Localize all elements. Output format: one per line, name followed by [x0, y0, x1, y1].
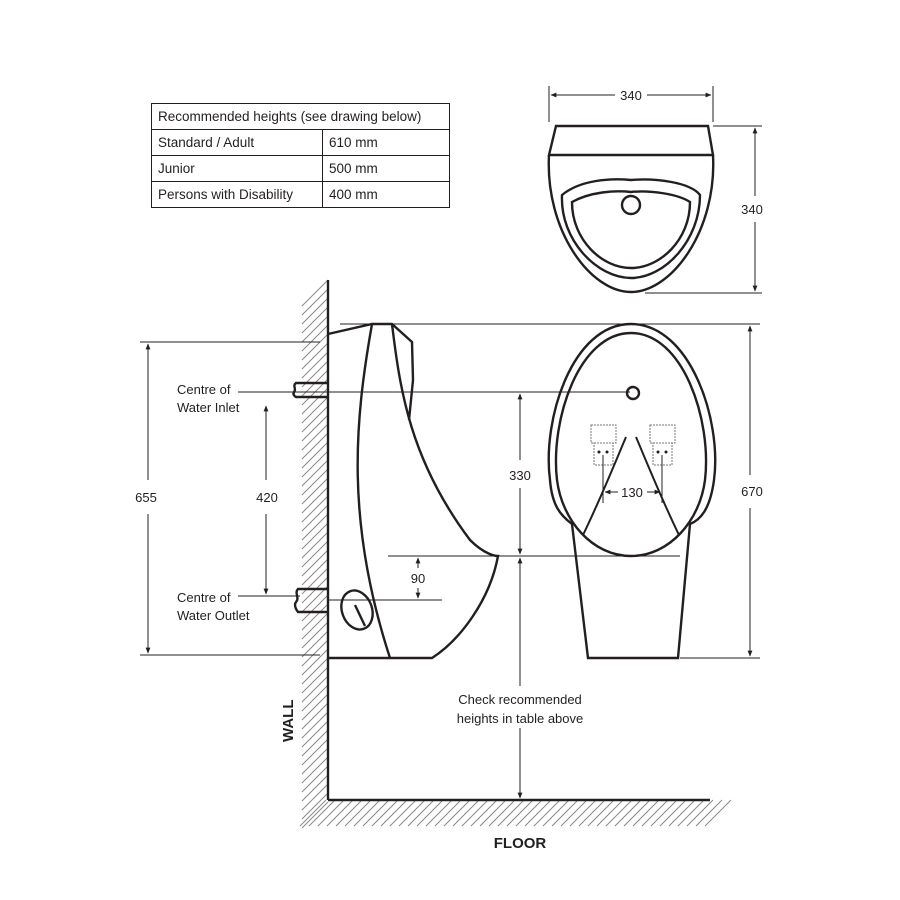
side-view: 655 420 Centre of Water Inlet Centre of …	[135, 322, 760, 660]
floor-hatch	[299, 799, 732, 827]
top-view: 340 340	[547, 86, 763, 294]
inlet-spreader-dim: 330	[509, 468, 531, 483]
top-width-dim: 340	[620, 88, 642, 103]
inlet-pipe	[292, 381, 328, 399]
front-view: 130 670 330 Check recommended heights in…	[457, 322, 763, 799]
check-heights-note: heights in table above	[457, 711, 583, 726]
side-height-dim: 655	[135, 490, 157, 505]
recommended-heights-table: Recommended heights (see drawing below) …	[151, 103, 450, 208]
inlet-label: Water Inlet	[177, 400, 240, 415]
row-label: Junior	[151, 155, 323, 182]
top-depth-dim: 340	[741, 202, 763, 217]
floor-label: FLOOR	[494, 835, 547, 852]
table-header: Recommended heights (see drawing below)	[151, 103, 450, 130]
inlet-outlet-dim: 420	[256, 490, 278, 505]
outlet-offset-dim: 90	[411, 571, 425, 586]
sensor-right	[649, 424, 676, 466]
outlet-label: Centre of	[177, 590, 231, 605]
wall-label: WALL	[280, 700, 297, 743]
sensor-spacing-dim: 130	[621, 485, 643, 500]
outlet-pipe	[293, 587, 328, 614]
row-label: Standard / Adult	[151, 129, 323, 156]
row-value: 500 mm	[322, 155, 450, 182]
outlet-label: Water Outlet	[177, 608, 250, 623]
row-value: 400 mm	[322, 181, 450, 208]
inlet-label: Centre of	[177, 382, 231, 397]
wall-hatch	[301, 279, 329, 829]
front-height-dim: 670	[741, 484, 763, 499]
sensor-left	[590, 424, 617, 466]
check-heights-note: Check recommended	[458, 692, 582, 707]
